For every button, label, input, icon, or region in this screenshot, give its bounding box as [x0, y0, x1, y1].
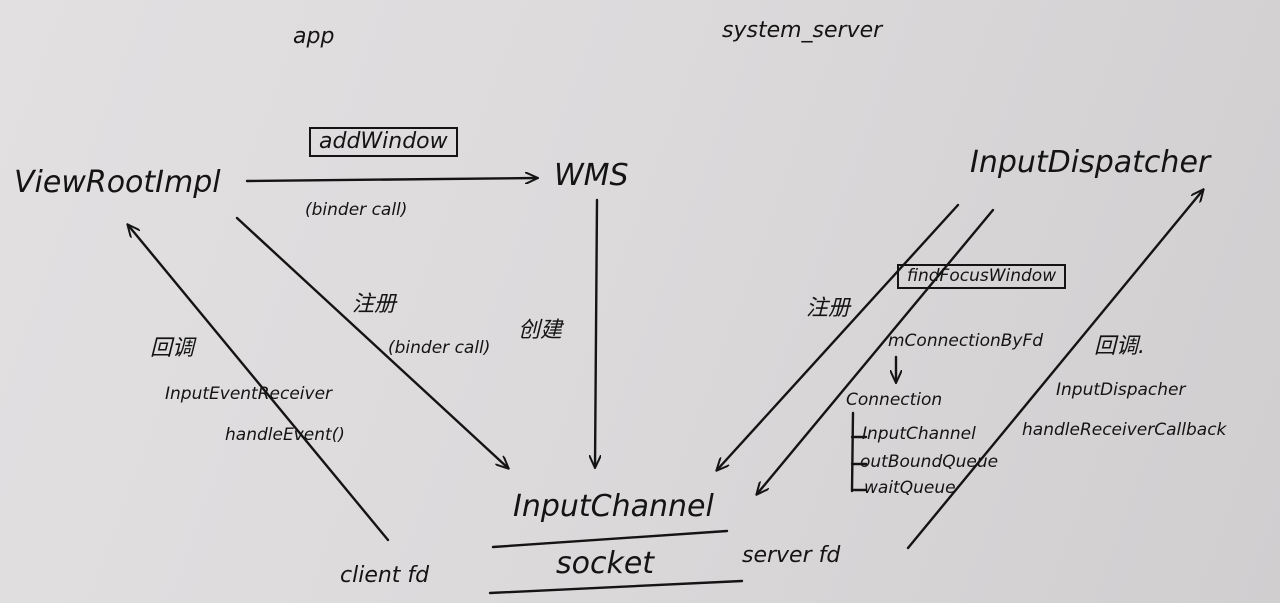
- arrow-wms-create: [595, 198, 597, 467]
- label-find-focus-window: findFocusWindow: [897, 264, 1067, 289]
- node-wms: WMS: [554, 158, 629, 193]
- label-handle-receiver-callback: handleReceiverCallback: [1022, 420, 1227, 440]
- node-input-dispatcher: InputDispatcher: [970, 145, 1211, 180]
- label-callback-app: 回调: [150, 336, 195, 361]
- label-input-event-receiver: InputEventReceiver: [165, 384, 333, 404]
- arrow-server-register-1: [717, 203, 960, 470]
- arrow-server-register-2: [757, 208, 995, 494]
- label-input-dispatcher-small: InputDispacher: [1056, 380, 1186, 400]
- socket-line-top: [491, 529, 729, 549]
- node-input-channel: InputChannel: [513, 489, 714, 524]
- arrow-app-callback: [128, 225, 390, 542]
- region-app-label: app: [293, 24, 335, 49]
- label-connection: Connection: [846, 390, 943, 410]
- connection-tree: [850, 411, 868, 493]
- arrow-addwindow: [245, 178, 537, 181]
- socket-line-bottom: [488, 579, 744, 595]
- region-system-server-label: system_server: [722, 18, 883, 43]
- label-callback-server: 回调.: [1094, 334, 1145, 359]
- label-conn-outbound-queue: outBoundQueue: [860, 452, 999, 472]
- label-m-connection-by-fd: mConnectionByFd: [888, 331, 1044, 351]
- label-conn-wait-queue: waitQueue: [864, 478, 956, 498]
- node-view-root-impl: ViewRootImpl: [14, 165, 221, 200]
- node-server-fd: server fd: [742, 543, 841, 568]
- label-register-server: 注册: [806, 296, 851, 321]
- arrow-app-register: [235, 216, 508, 468]
- label-create: 创建: [518, 318, 563, 343]
- arrow-server-callback: [906, 190, 1203, 550]
- label-register-app: 注册: [352, 292, 397, 317]
- label-conn-input-channel: InputChannel: [862, 424, 976, 444]
- label-add-window: addWindow: [309, 127, 458, 157]
- label-handle-event: handleEvent(): [225, 425, 345, 445]
- node-socket: socket: [556, 546, 655, 581]
- label-binder-call-1: (binder call): [305, 200, 408, 220]
- label-binder-call-2: (binder call): [388, 338, 491, 358]
- node-client-fd: client fd: [340, 563, 430, 588]
